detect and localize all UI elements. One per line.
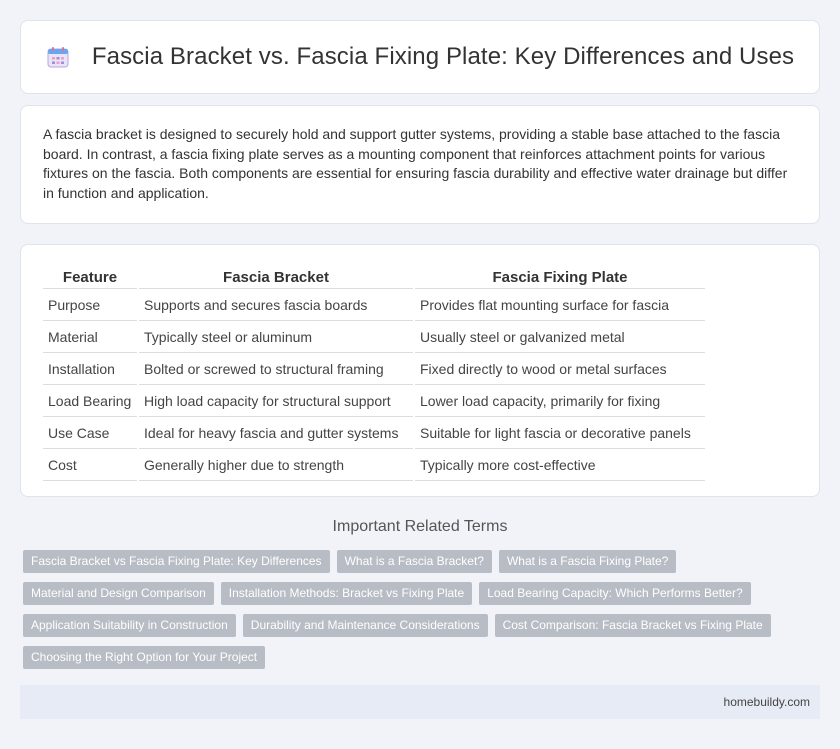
- related-term-link[interactable]: Load Bearing Capacity: Which Performs Be…: [479, 582, 751, 605]
- intro-card: A fascia bracket is designed to securely…: [20, 105, 820, 224]
- related-terms-heading: Important Related Terms: [332, 518, 508, 535]
- table-cell: Bolted or screwed to structural framing: [139, 355, 413, 385]
- related-term-link[interactable]: Material and Design Comparison: [23, 582, 214, 605]
- table-row: Purpose Supports and secures fascia boar…: [43, 291, 705, 321]
- table-cell: Purpose: [43, 291, 137, 321]
- table-row: Installation Bolted or screwed to struct…: [43, 355, 705, 385]
- footer-site-name: homebuildy.com: [723, 695, 810, 709]
- related-term-link[interactable]: What is a Fascia Bracket?: [336, 550, 492, 573]
- header-card: Fascia Bracket vs. Fascia Fixing Plate: …: [20, 20, 820, 94]
- table-cell: Fixed directly to wood or metal surfaces: [415, 355, 705, 385]
- table-row: Use Case Ideal for heavy fascia and gutt…: [43, 419, 705, 449]
- table-cell: Load Bearing: [43, 387, 137, 417]
- table-row: Material Typically steel or aluminum Usu…: [43, 323, 705, 353]
- column-header-fascia-bracket: Fascia Bracket: [139, 266, 413, 289]
- table-cell: Supports and secures fascia boards: [139, 291, 413, 321]
- related-term-link[interactable]: Cost Comparison: Fascia Bracket vs Fixin…: [494, 614, 771, 637]
- column-header-feature: Feature: [43, 266, 137, 289]
- comparison-table: Feature Fascia Bracket Fascia Fixing Pla…: [41, 264, 707, 483]
- table-row: Cost Generally higher due to strength Ty…: [43, 451, 705, 481]
- table-cell: Installation: [43, 355, 137, 385]
- related-term-link[interactable]: Choosing the Right Option for Your Proje…: [23, 646, 266, 669]
- related-terms-list: Fascia Bracket vs Fascia Fixing Plate: K…: [23, 550, 813, 669]
- related-term-link[interactable]: Installation Methods: Bracket vs Fixing …: [220, 582, 473, 605]
- calendar-icon: [46, 45, 70, 69]
- table-cell: High load capacity for structural suppor…: [139, 387, 413, 417]
- table-cell: Generally higher due to strength: [139, 451, 413, 481]
- table-cell: Typically more cost-effective: [415, 451, 705, 481]
- table-cell: Use Case: [43, 419, 137, 449]
- table-cell: Ideal for heavy fascia and gutter system…: [139, 419, 413, 449]
- column-header-fascia-fixing-plate: Fascia Fixing Plate: [415, 266, 705, 289]
- table-cell: Provides flat mounting surface for fasci…: [415, 291, 705, 321]
- table-row: Load Bearing High load capacity for stru…: [43, 387, 705, 417]
- table-cell: Material: [43, 323, 137, 353]
- related-term-link[interactable]: Fascia Bracket vs Fascia Fixing Plate: K…: [23, 550, 330, 573]
- table-cell: Suitable for light fascia or decorative …: [415, 419, 705, 449]
- table-cell: Cost: [43, 451, 137, 481]
- page-title: Fascia Bracket vs. Fascia Fixing Plate: …: [91, 43, 795, 70]
- comparison-card: Feature Fascia Bracket Fascia Fixing Pla…: [20, 244, 820, 497]
- related-term-link[interactable]: Durability and Maintenance Consideration…: [242, 614, 488, 637]
- table-cell: Usually steel or galvanized metal: [415, 323, 705, 353]
- table-header-row: Feature Fascia Bracket Fascia Fixing Pla…: [43, 266, 705, 289]
- table-cell: Lower load capacity, primarily for fixin…: [415, 387, 705, 417]
- related-term-link[interactable]: What is a Fascia Fixing Plate?: [498, 550, 677, 573]
- intro-paragraph: A fascia bracket is designed to securely…: [43, 126, 788, 201]
- table-cell: Typically steel or aluminum: [139, 323, 413, 353]
- footer: homebuildy.com: [20, 685, 820, 719]
- related-term-link[interactable]: Application Suitability in Construction: [23, 614, 236, 637]
